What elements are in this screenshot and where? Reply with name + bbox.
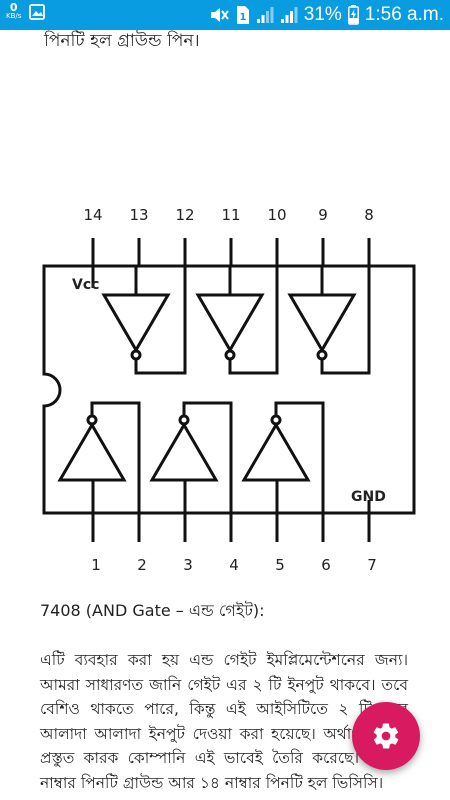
section-heading: 7408 (AND Gate – এন্ড গেইট): [40,601,265,620]
network-speed-value: 0 [9,1,18,14]
pin-label-13: 13 [129,206,148,224]
pin-label-11: 11 [221,206,240,224]
sim-icon: 1 [236,5,250,25]
settings-fab-button[interactable] [352,702,420,770]
pin-label-6: 6 [321,556,331,574]
inverter-gate-bottom-1 [57,401,141,513]
gnd-label: GND [351,489,386,505]
pin-label-2: 2 [137,556,147,574]
pin-label-8: 8 [364,206,374,224]
pin-label-3: 3 [183,556,193,574]
image-icon [29,4,46,20]
vcc-label: Vcc [72,277,99,293]
status-bar: 0 KB/s 1 [0,0,450,30]
pin-label-1: 1 [91,556,101,574]
pin-label-14: 14 [83,206,102,224]
signal-icon [256,6,274,24]
pin-label-7: 7 [367,556,377,574]
article-content[interactable]: পিনটি হল গ্রাউন্ড পিন। [0,30,450,800]
pin-label-5: 5 [275,556,285,574]
article-text-line: পিনটি হল গ্রাউন্ড পিন। [44,31,200,51]
network-speed-unit: KB/s [6,12,22,20]
clock: 1:56 a.m. [364,4,444,25]
mute-icon [208,5,230,25]
pin-label-12: 12 [175,206,194,224]
inverter-gate-bottom-2 [149,401,233,513]
ic-7404-pin-diagram: 14 13 12 11 10 9 8 1 2 3 4 5 6 7 Vcc GND [42,206,416,574]
sim-badge: 1 [239,12,246,23]
pin-label-9: 9 [318,206,328,224]
pin-label-4: 4 [229,556,239,574]
signal-icon [280,6,298,24]
status-left: 0 KB/s [6,1,46,21]
battery-percent: 31% [303,4,342,25]
chip-body [42,264,416,515]
inverter-gate-top-1 [101,264,187,375]
article-paragraph: এটি ব্যবহার করা হয় এন্ড গেইট ইমপ্লিমেন্… [40,651,408,792]
network-speed: 0 KB/s [6,1,22,21]
battery-charging-icon [347,5,359,25]
inverter-gate-top-2 [195,266,279,375]
inverter-gate-bottom-3 [241,401,325,513]
inverter-gate-top-3 [287,266,371,375]
pin-label-10: 10 [267,206,286,224]
status-right: 1 31% [208,2,444,28]
gear-icon [371,721,401,751]
